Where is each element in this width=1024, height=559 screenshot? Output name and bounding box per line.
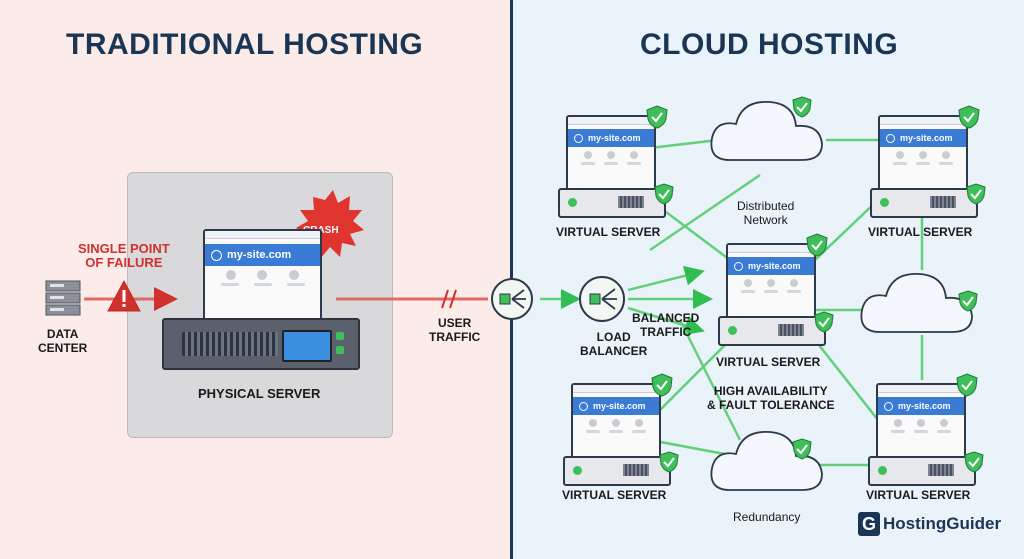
globe-icon xyxy=(886,133,895,143)
shield-icon xyxy=(956,373,978,397)
vent xyxy=(623,464,649,476)
shield-icon xyxy=(806,233,828,257)
physical-server-chassis xyxy=(162,318,360,370)
globe-icon xyxy=(574,133,583,143)
globe-icon xyxy=(884,401,893,411)
physical-server-label: PHYSICAL SERVER xyxy=(198,386,321,401)
shield-icon xyxy=(966,183,986,205)
virtual-server-label: VIRTUAL SERVER xyxy=(866,488,971,502)
virtual-server-rack xyxy=(718,316,826,346)
virtual-server-label: VIRTUAL SERVER xyxy=(562,488,667,502)
globe-icon xyxy=(211,249,222,261)
virtual-server-rack xyxy=(558,188,666,218)
virtual-site-window: my-site.com xyxy=(726,243,816,321)
site-url: my-site.com xyxy=(227,249,292,261)
virtual-server-label: VIRTUAL SERVER xyxy=(716,355,821,369)
load-balancer-icon-right xyxy=(579,276,625,322)
shield-icon xyxy=(654,183,674,205)
shield-icon xyxy=(792,96,812,118)
vent xyxy=(778,324,804,336)
balanced-traffic-label: BALANCED TRAFFIC xyxy=(632,311,700,339)
warning-icon xyxy=(107,279,141,312)
shield-icon xyxy=(958,290,978,312)
status-led xyxy=(573,466,582,475)
virtual-server-label: VIRTUAL SERVER xyxy=(556,225,661,239)
brand-mark: G xyxy=(858,512,880,536)
shield-icon xyxy=(958,105,980,129)
vent xyxy=(930,196,956,208)
shield-icon xyxy=(659,451,679,473)
shield-icon xyxy=(646,105,668,129)
data-center-icon xyxy=(45,280,81,316)
data-center-label: DATA CENTER xyxy=(38,327,88,355)
site-url: my-site.com xyxy=(748,261,801,271)
traditional-title: TRADITIONAL HOSTING xyxy=(66,28,424,61)
virtual-server-rack xyxy=(870,188,978,218)
physical-site-window: my-site.com xyxy=(203,229,322,323)
virtual-server-label: VIRTUAL SERVER xyxy=(868,225,973,239)
load-balancer-icon-left xyxy=(491,278,533,320)
site-url: my-site.com xyxy=(593,401,646,411)
shield-icon xyxy=(651,373,673,397)
status-led xyxy=(568,198,577,207)
shield-icon xyxy=(814,311,834,333)
virtual-site-window: my-site.com xyxy=(878,115,968,193)
site-url: my-site.com xyxy=(588,133,641,143)
virtual-server-rack xyxy=(868,456,976,486)
single-point-label: SINGLE POINT OF FAILURE xyxy=(78,241,170,270)
load-balancer-label: LOAD BALANCER xyxy=(580,330,648,358)
virtual-site-window: my-site.com xyxy=(571,383,661,461)
redundancy-label: Redundancy xyxy=(733,510,801,524)
globe-icon xyxy=(579,401,588,411)
cloud-title: CLOUD HOSTING xyxy=(640,28,899,61)
status-led xyxy=(878,466,887,475)
cloud-shapes xyxy=(710,101,973,491)
virtual-site-window: my-site.com xyxy=(876,383,966,461)
shield-icon xyxy=(792,438,812,460)
globe-icon xyxy=(734,261,743,271)
virtual-site-window: my-site.com xyxy=(566,115,656,193)
high-availability-label: HIGH AVAILABILITY & FAULT TOLERANCE xyxy=(707,384,835,412)
distributed-network-label: Distributed Network xyxy=(737,199,795,227)
user-traffic-label: USER TRAFFIC xyxy=(429,316,481,344)
virtual-server-rack xyxy=(563,456,671,486)
status-led xyxy=(728,326,737,335)
vent xyxy=(928,464,954,476)
site-url: my-site.com xyxy=(900,133,953,143)
status-led xyxy=(880,198,889,207)
brand-name: HostingGuider xyxy=(883,514,1002,533)
site-url: my-site.com xyxy=(898,401,951,411)
brand-logo: G HostingGuider xyxy=(858,512,1001,536)
shield-icon xyxy=(964,451,984,473)
vent xyxy=(618,196,644,208)
